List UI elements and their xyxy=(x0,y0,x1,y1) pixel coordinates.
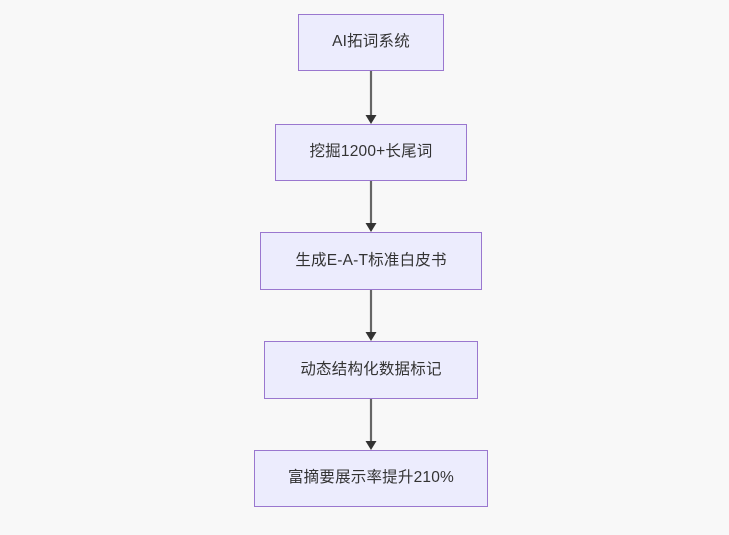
flowchart-arrow-connector xyxy=(362,290,380,341)
flowchart-node-label: 挖掘1200+长尾词 xyxy=(309,143,433,161)
flowchart-node-mine-longtail-keywords[interactable]: 挖掘1200+长尾词 xyxy=(275,124,467,181)
flowchart-arrow-connector xyxy=(362,71,380,124)
flowchart-node-label: 富摘要展示率提升210% xyxy=(287,469,455,487)
flowchart-node-label: 生成E-A-T标准白皮书 xyxy=(295,251,447,269)
flowchart-node-rich-snippet-rate-increase[interactable]: 富摘要展示率提升210% xyxy=(254,450,488,507)
flowchart-node-dynamic-structured-data-markup[interactable]: 动态结构化数据标记 xyxy=(264,341,478,399)
flowchart-node-label: AI拓词系统 xyxy=(332,33,410,51)
flowchart-arrow-connector xyxy=(362,181,380,232)
flowchart-arrow-connector xyxy=(362,399,380,450)
flowchart-node-generate-eat-whitepaper[interactable]: 生成E-A-T标准白皮书 xyxy=(260,232,482,290)
flowchart-node-ai-keyword-system[interactable]: AI拓词系统 xyxy=(298,14,444,71)
flowchart-node-label: 动态结构化数据标记 xyxy=(300,360,442,378)
